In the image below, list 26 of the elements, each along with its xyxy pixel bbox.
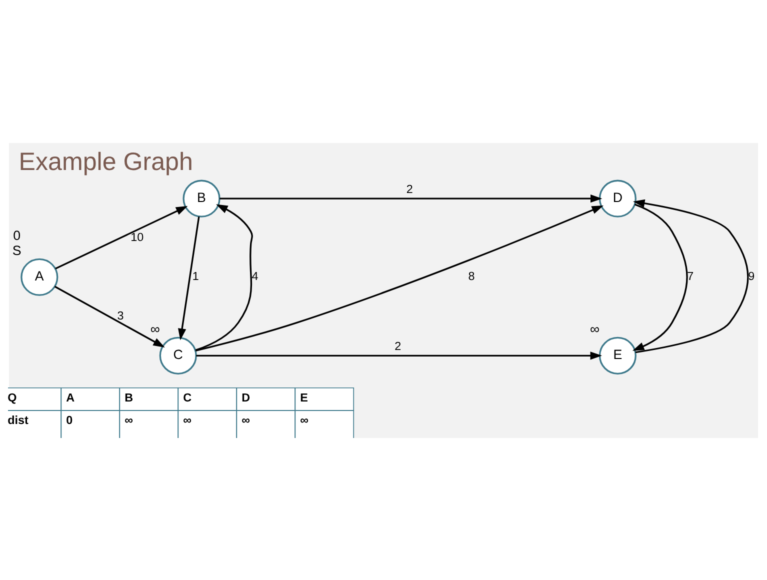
label: ∞ (183, 413, 192, 426)
label: 0 (66, 413, 73, 426)
label: Q (8, 390, 17, 404)
edge-label: 7 (687, 270, 694, 283)
label: ∞ (300, 413, 308, 426)
edge-label: 10 (130, 230, 144, 244)
edge-label: 3 (117, 309, 124, 322)
node-label: ∞ (590, 320, 600, 336)
edge-label: 2 (406, 182, 413, 196)
node-label: ∞ (150, 320, 160, 336)
label: dist (8, 413, 28, 426)
edge-label: 1 (192, 270, 199, 283)
edge-label: 8 (468, 270, 475, 283)
label: C (183, 390, 192, 404)
node-label: S (12, 242, 22, 258)
label: B (124, 390, 134, 404)
diagram-title: Example Graph (18, 147, 193, 176)
label: ∞ (124, 413, 133, 426)
label: D (242, 390, 250, 404)
edge-label: 9 (748, 270, 755, 283)
edge-label: 4 (252, 270, 258, 283)
label: A (66, 390, 75, 404)
node-label: 0 (13, 227, 21, 242)
edge-label: 2 (394, 340, 402, 352)
label: ∞ (242, 413, 250, 426)
label: E (300, 390, 308, 404)
